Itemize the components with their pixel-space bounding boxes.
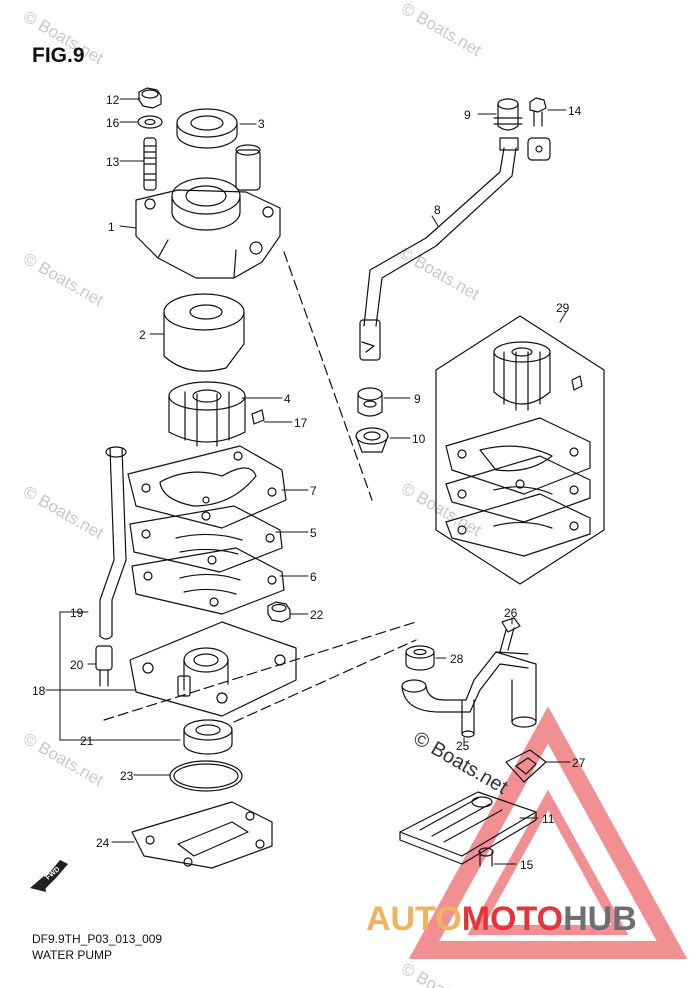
callout-21: 21 xyxy=(80,734,94,748)
callout-3: 3 xyxy=(258,117,265,131)
part-28-seal xyxy=(405,645,435,671)
part-1-pump-case xyxy=(135,144,281,279)
part-9-grommet-top xyxy=(493,98,523,131)
part-20-grommet xyxy=(95,645,113,687)
callout-20: 20 xyxy=(70,658,84,672)
part-13-stud xyxy=(143,137,157,191)
assembly-guide-lines xyxy=(103,251,417,723)
part-8-water-tube xyxy=(359,137,551,361)
watermark: © Boats.net xyxy=(396,243,483,304)
callout-14: 14 xyxy=(568,104,582,118)
callout-11: 11 xyxy=(542,812,555,826)
callout-2: 2 xyxy=(139,328,146,342)
automotohub-triangle-logo xyxy=(408,706,688,959)
part-5-plate xyxy=(129,505,283,573)
callout-15: 15 xyxy=(520,858,534,872)
callout-12: 12 xyxy=(106,93,120,107)
callout-13: 13 xyxy=(106,155,120,169)
callout-9a: 9 xyxy=(464,108,471,122)
callout-4: 4 xyxy=(284,392,291,406)
callout-17: 17 xyxy=(294,416,308,430)
callout-16: 16 xyxy=(106,116,120,130)
watermark: © Boats.net xyxy=(398,959,485,988)
part-21-oil-seal xyxy=(183,719,233,755)
watermark: © Boats.net xyxy=(20,249,107,310)
callout-25: 25 xyxy=(456,739,470,753)
part-17-key xyxy=(251,409,265,425)
part-14-bolt xyxy=(529,97,547,127)
part-26-bolt xyxy=(499,617,521,653)
callout-27: 27 xyxy=(572,756,586,770)
callout-10: 10 xyxy=(412,432,426,446)
callout-24: 24 xyxy=(96,836,110,850)
figure-title: FIG.9 xyxy=(32,44,85,67)
callout-26: 26 xyxy=(504,606,518,620)
brand-logo-text: AUTOMOTOHUB xyxy=(366,900,637,939)
callout-1: 1 xyxy=(108,220,115,234)
callout-23: 23 xyxy=(120,769,134,783)
part-23-o-ring xyxy=(169,760,243,792)
part-9-grommet-lower xyxy=(357,387,383,417)
part-18-lower-pump-case xyxy=(129,621,297,717)
brand-part-1: AUTO xyxy=(366,900,462,938)
brand-part-2: MOTO xyxy=(461,900,564,938)
part-2-insert-liner xyxy=(163,293,245,372)
callout-6: 6 xyxy=(310,570,317,584)
part-6-gasket xyxy=(131,547,285,615)
callout-22: 22 xyxy=(310,608,324,622)
forward-arrow-icon: FWD xyxy=(30,860,68,892)
part-15-screw xyxy=(478,847,494,867)
brand-part-3: HUB xyxy=(563,900,637,938)
part-10-seal xyxy=(355,427,389,453)
callout-28: 28 xyxy=(450,652,464,666)
callout-5: 5 xyxy=(310,526,317,540)
watermark: © Boats.net xyxy=(20,482,107,543)
part-25-water-pipe xyxy=(401,651,537,738)
drawing-name: WATER PUMP xyxy=(32,948,112,962)
part-12-nut xyxy=(138,87,162,109)
callout-18: 18 xyxy=(32,684,46,698)
part-3-seal xyxy=(176,108,238,149)
leader-lines xyxy=(45,98,571,865)
callout-19: 19 xyxy=(70,606,84,620)
part-11-cover xyxy=(399,791,537,865)
callout-9b: 9 xyxy=(414,392,421,406)
watermark: © Boats.net xyxy=(20,729,107,790)
callout-8: 8 xyxy=(434,203,441,217)
part-19-water-tube xyxy=(99,446,127,640)
part-24-gasket xyxy=(131,801,273,869)
callout-labels: 12 16 3 13 1 2 4 17 7 5 6 19 22 20 18 21… xyxy=(32,93,586,872)
watermarks: © Boats.net © Boats.net © Boats.net © Bo… xyxy=(20,0,485,988)
part-22-nut xyxy=(267,601,291,623)
part-4-impeller xyxy=(168,381,246,447)
watermark: © Boats.net xyxy=(398,479,485,540)
drawing-code: DF9.9TH_P03_013_009 xyxy=(32,932,163,946)
callout-7: 7 xyxy=(310,484,317,498)
watermark: © Boats.net xyxy=(398,0,485,60)
part-7-gasket xyxy=(127,445,287,529)
part-29-repair-kit xyxy=(435,315,605,585)
callout-29: 29 xyxy=(556,301,570,315)
part-16-washer xyxy=(137,115,163,129)
